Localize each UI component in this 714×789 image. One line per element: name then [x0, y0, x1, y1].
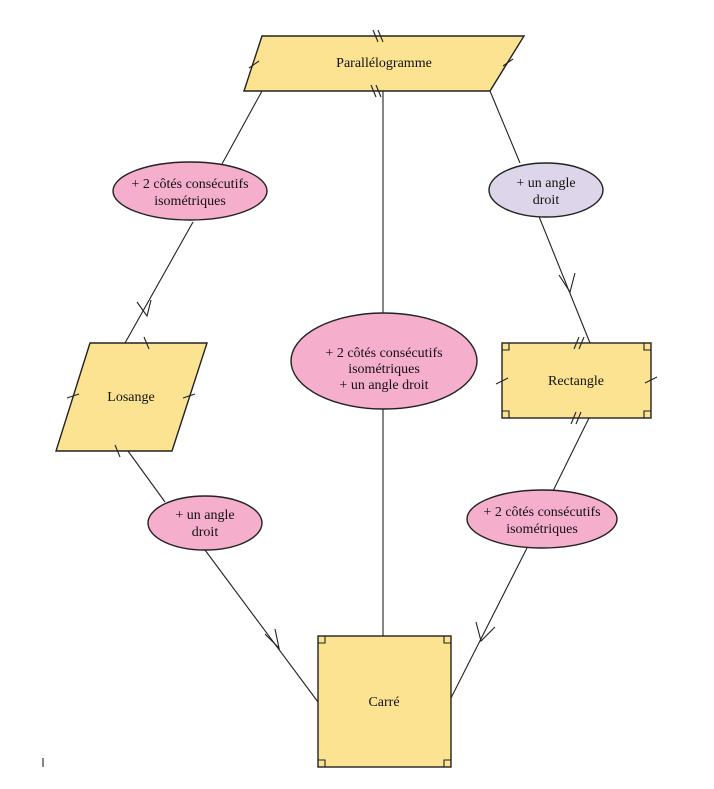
edge-condition-left-top-to-losange	[124, 221, 194, 344]
edge-condition-right-bottom-to-carre	[450, 547, 528, 699]
parallelogramme-label: Parallélogramme	[336, 56, 432, 71]
condition-line: droit	[533, 193, 560, 208]
condition-center: + 2 côtés consécutifs isométriques + un …	[290, 312, 478, 410]
edge-rectangle-to-condition-right-bottom	[552, 417, 590, 492]
condition-line: + 2 côtés consécutifs	[131, 177, 248, 192]
condition-right-bottom: + 2 côtés consécutifs isométriques	[466, 489, 618, 549]
arrow-to-rectangle	[558, 272, 576, 294]
edge-parallelogram-to-condition-right-top	[489, 90, 521, 164]
condition-line: isométriques	[154, 194, 226, 209]
condition-left-bottom: + un angle droit	[147, 495, 263, 551]
condition-ellipse	[488, 162, 604, 218]
node-rectangle: Rectangle	[495, 336, 658, 425]
rectangle-label: Rectangle	[548, 374, 604, 389]
condition-line: + un angle droit	[339, 378, 428, 393]
condition-ellipse	[112, 161, 268, 221]
carre-label: Carré	[368, 695, 399, 710]
condition-ellipse	[290, 312, 478, 410]
edges	[124, 90, 591, 703]
node-parallelogramme: Parallélogramme	[243, 29, 526, 98]
condition-line: isométriques	[506, 522, 578, 537]
edge-losange-to-condition-left-bottom	[127, 450, 166, 503]
condition-right-top: + un angle droit	[488, 162, 604, 218]
losange-shape	[55, 342, 208, 452]
losange-label: Losange	[107, 390, 154, 405]
condition-line: + 2 côtés consécutifs	[325, 346, 442, 361]
condition-line: droit	[192, 525, 219, 540]
condition-ellipse	[466, 489, 618, 549]
edge-condition-right-top-to-rectangle	[537, 213, 591, 344]
edge-parallelogram-to-condition-left-top	[221, 90, 263, 165]
node-losange: Losange	[55, 336, 208, 458]
arrow-to-carre-right	[475, 621, 496, 643]
arrow-to-losange	[136, 299, 152, 318]
condition-line: + 2 côtés consécutifs	[483, 505, 600, 520]
edge-condition-left-bottom-to-carre	[201, 545, 319, 703]
rectangle-shape	[501, 342, 652, 419]
node-carre: Carré	[317, 635, 452, 768]
condition-line: + un angle	[175, 508, 234, 523]
condition-ellipse	[147, 495, 263, 551]
condition-line: isométriques	[348, 362, 420, 377]
arrow-to-carre-left	[264, 628, 280, 650]
condition-left-top: + 2 côtés consécutifs isométriques	[112, 161, 268, 221]
carre-shape	[317, 635, 452, 768]
condition-line: + un angle	[516, 176, 575, 191]
parallelogramme-shape	[243, 35, 526, 92]
